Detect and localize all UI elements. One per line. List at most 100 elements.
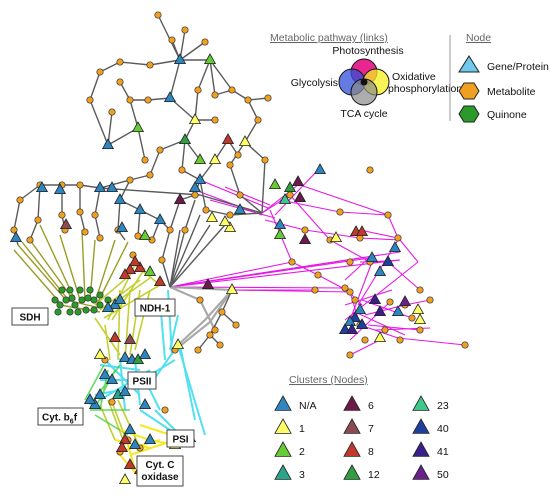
gene-protein-node bbox=[173, 193, 187, 205]
quinone-node bbox=[86, 286, 94, 294]
metabolite-node bbox=[154, 11, 162, 19]
venn-center bbox=[360, 78, 368, 86]
gene-protein-node bbox=[355, 318, 369, 330]
metabolite-node bbox=[146, 171, 154, 179]
cluster-41-legend-icon bbox=[412, 441, 430, 457]
cluster-3-label: 3 bbox=[299, 469, 305, 481]
gene-protein-node bbox=[128, 438, 142, 450]
gene-protein-node bbox=[348, 311, 362, 323]
gene-protein-node bbox=[163, 91, 177, 102]
gene-protein-node bbox=[205, 211, 219, 223]
gene-protein-node bbox=[283, 181, 297, 193]
quinone-label: Quinone bbox=[487, 109, 527, 121]
gene-protein-node bbox=[93, 348, 107, 360]
metabolite-node bbox=[16, 196, 24, 204]
quinone-node bbox=[90, 306, 98, 314]
quinone-node bbox=[66, 308, 74, 316]
cluster-50-label: 50 bbox=[437, 469, 449, 481]
metabolite-node bbox=[288, 258, 296, 266]
gene-protein-node bbox=[98, 368, 112, 380]
metabolite-node bbox=[116, 78, 124, 86]
complex-label-sdh: SDH bbox=[11, 307, 49, 326]
metabolite-node bbox=[181, 26, 189, 34]
gene-protein-node bbox=[355, 225, 369, 237]
quinone-node bbox=[62, 296, 70, 304]
quinone-node bbox=[96, 301, 104, 309]
metabolite-node bbox=[341, 284, 349, 292]
complex-label-psi: PSI bbox=[166, 429, 195, 448]
quinone-node bbox=[54, 308, 62, 316]
gene-protein-node bbox=[368, 293, 382, 305]
metabolite-node bbox=[261, 156, 269, 164]
metabolite-node bbox=[81, 228, 89, 236]
metabolite-node bbox=[161, 406, 169, 414]
complex-label-cyt-b6f: Cyt. b6f bbox=[37, 407, 84, 426]
metabolite-node bbox=[394, 234, 402, 242]
cluster-7-legend-icon bbox=[343, 418, 361, 434]
cluster-40-label: 40 bbox=[437, 423, 449, 435]
cluster-1-label: 1 bbox=[299, 423, 305, 435]
quinone-node bbox=[90, 296, 98, 304]
metabolite-node bbox=[26, 236, 34, 244]
metabolite-node bbox=[336, 208, 344, 216]
gene-protein-node bbox=[273, 228, 287, 240]
metabolite-node bbox=[228, 86, 236, 94]
quinone-node bbox=[74, 308, 82, 316]
quinone-node bbox=[84, 294, 92, 302]
gene-protein-node bbox=[123, 458, 137, 470]
gene-protein-node bbox=[398, 295, 412, 307]
quinone-node bbox=[56, 301, 64, 309]
metabolite-node bbox=[158, 256, 166, 264]
metabolite-node bbox=[206, 331, 214, 339]
cluster-8-label: 8 bbox=[368, 446, 374, 458]
cluster-12-legend-icon bbox=[343, 464, 361, 480]
gene-protein-node bbox=[188, 181, 202, 193]
metabolite-node bbox=[211, 326, 219, 334]
gene-protein-node bbox=[218, 215, 232, 227]
gene-protein-node bbox=[115, 221, 129, 233]
metabolite-node bbox=[416, 286, 424, 294]
cluster-23-legend-icon bbox=[412, 395, 430, 411]
ndh1-text: NDH-1 bbox=[140, 304, 171, 315]
cluster-na-label: N/A bbox=[299, 400, 317, 412]
cluster-1-legend-icon bbox=[274, 418, 292, 434]
metabolite-node bbox=[76, 181, 84, 189]
cluster-7-label: 7 bbox=[368, 423, 374, 435]
gene-protein-node bbox=[83, 393, 97, 405]
gene-protein-node bbox=[105, 181, 119, 193]
gene-protein-node bbox=[143, 433, 157, 445]
gene-protein-node bbox=[171, 338, 185, 350]
metabolite-node bbox=[396, 336, 404, 344]
metabolite-node bbox=[126, 96, 134, 104]
gene-protein-node bbox=[238, 135, 252, 147]
cluster-6-label: 6 bbox=[368, 400, 374, 412]
gene-protein-node bbox=[413, 313, 427, 325]
gene-protein-node bbox=[353, 303, 367, 315]
metabolite-node bbox=[116, 58, 124, 66]
metabolite-node bbox=[194, 346, 202, 354]
pathway-photosynthesis-label: Photosynthesis bbox=[332, 45, 403, 57]
metabolite-node bbox=[91, 211, 99, 219]
metabolite-node bbox=[58, 211, 66, 219]
metabolite-node bbox=[346, 288, 354, 296]
metabolite-node bbox=[34, 216, 42, 224]
metabolite-node bbox=[286, 191, 294, 199]
metabolite-node bbox=[76, 208, 84, 216]
gene-protein-node bbox=[268, 178, 282, 190]
gene-protein-legend-icon bbox=[458, 55, 480, 73]
gene-protein-node bbox=[101, 138, 115, 150]
gene-protein-node bbox=[118, 473, 132, 485]
metabolite-node bbox=[384, 211, 392, 219]
cluster-2-label: 2 bbox=[299, 446, 305, 458]
cytc-text-line2: oxidase bbox=[141, 472, 179, 483]
complex-label-psii: PSII bbox=[127, 371, 157, 390]
metabolite-label: Metabolite bbox=[487, 86, 536, 98]
gene-protein-node bbox=[115, 441, 129, 453]
metabolite-node bbox=[168, 36, 176, 44]
cluster-23-label: 23 bbox=[437, 400, 449, 412]
metabolite-node bbox=[156, 146, 164, 154]
pathway-tca-label: TCA cycle bbox=[340, 108, 387, 120]
gene-protein-node bbox=[118, 385, 132, 397]
metabolite-node bbox=[218, 308, 226, 316]
